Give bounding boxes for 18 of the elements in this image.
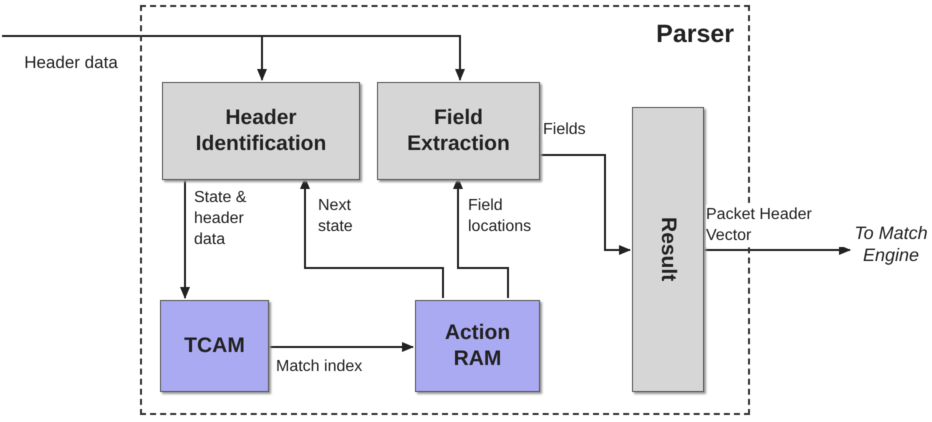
arrow: [538, 154, 631, 255]
arrow: [267, 342, 414, 352]
node-label: Field Extraction: [406, 104, 511, 157]
node-label: Result: [656, 217, 682, 282]
process-box: [632, 107, 704, 392]
arrow: [702, 245, 851, 255]
node-label: Header data: [24, 52, 118, 74]
arrow: [180, 178, 190, 299]
process-box: [160, 300, 269, 392]
process-box: [415, 300, 540, 392]
arrow: [2, 35, 465, 81]
node-label: To Match Engine: [853, 222, 929, 266]
node-label: Header Identification: [194, 104, 328, 157]
process-box: [377, 82, 540, 180]
group-title: Parser: [656, 19, 734, 50]
node-label: Action RAM: [444, 320, 512, 372]
process-box: [162, 82, 360, 180]
node-label: TCAM: [184, 332, 245, 359]
